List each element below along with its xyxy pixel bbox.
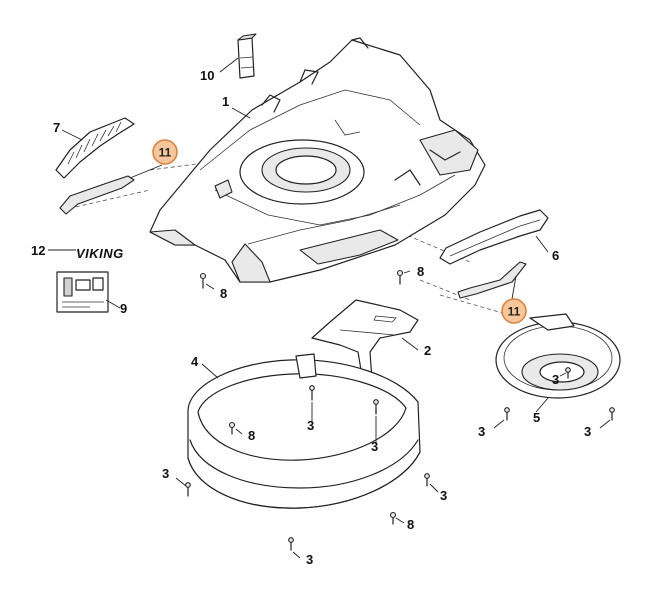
label-1: 1 (222, 94, 229, 109)
highlight-callout-11-left: 11 (129, 139, 178, 179)
svg-text:11: 11 (508, 305, 521, 319)
part-12-viking-logo: VIKING (76, 246, 124, 261)
label-8-ring: 8 (248, 428, 255, 443)
part-2-baffle-plate (311, 299, 419, 381)
label-3-plate-right: 3 (584, 424, 591, 439)
label-3-ring-right: 3 (371, 439, 378, 454)
part-1-mower-housing (149, 37, 486, 283)
label-9: 9 (120, 301, 127, 316)
label-4: 4 (191, 354, 199, 369)
highlight-callout-11-right: 11 (501, 275, 527, 324)
label-5: 5 (533, 410, 540, 425)
screw-3e (288, 537, 294, 551)
screw-8c (228, 421, 236, 435)
svg-text:11: 11 (159, 146, 172, 160)
screw-3b (373, 399, 379, 415)
part-11-strip-left (59, 175, 135, 215)
label-8-left: 8 (220, 286, 227, 301)
part-9-label-sticker (56, 271, 109, 313)
label-6: 6 (552, 248, 559, 263)
label-2: 2 (424, 343, 431, 358)
screw-3d (424, 473, 430, 487)
label-3-bottom-left: 3 (162, 466, 169, 481)
part-10-bracket (237, 33, 257, 79)
label-3-plate-center: 3 (552, 372, 559, 387)
screw-8d (389, 511, 397, 525)
part-11-strip-right (457, 261, 527, 299)
part-labels: 10 1 7 12 9 8 8 2 4 6 5 8 3 3 3 3 8 3 3 … (31, 68, 591, 567)
label-12: 12 (31, 243, 45, 258)
label-8-bottom: 8 (407, 517, 414, 532)
part-4-mulching-ring (187, 353, 421, 509)
screw-8a (199, 272, 207, 289)
screw-8b (396, 269, 404, 285)
screw-3a (309, 385, 315, 401)
screws (185, 269, 615, 551)
part-6-right-cover (439, 209, 549, 265)
label-3-ring-left: 3 (307, 418, 314, 433)
screw-3c (185, 482, 191, 497)
viking-logo-text: VIKING (76, 246, 124, 261)
label-3-bottom-right: 3 (440, 488, 447, 503)
screw-3g (504, 407, 510, 421)
screw-3h (609, 407, 615, 421)
label-3-bottom: 3 (306, 552, 313, 567)
part-5-bottom-plate (495, 313, 621, 399)
label-10: 10 (200, 68, 214, 83)
label-8-right: 8 (417, 264, 424, 279)
label-7: 7 (53, 120, 60, 135)
part-7-rear-grille (55, 117, 135, 179)
leader-lines (48, 57, 611, 559)
screw-3f (565, 367, 571, 379)
label-3-plate-left: 3 (478, 424, 485, 439)
